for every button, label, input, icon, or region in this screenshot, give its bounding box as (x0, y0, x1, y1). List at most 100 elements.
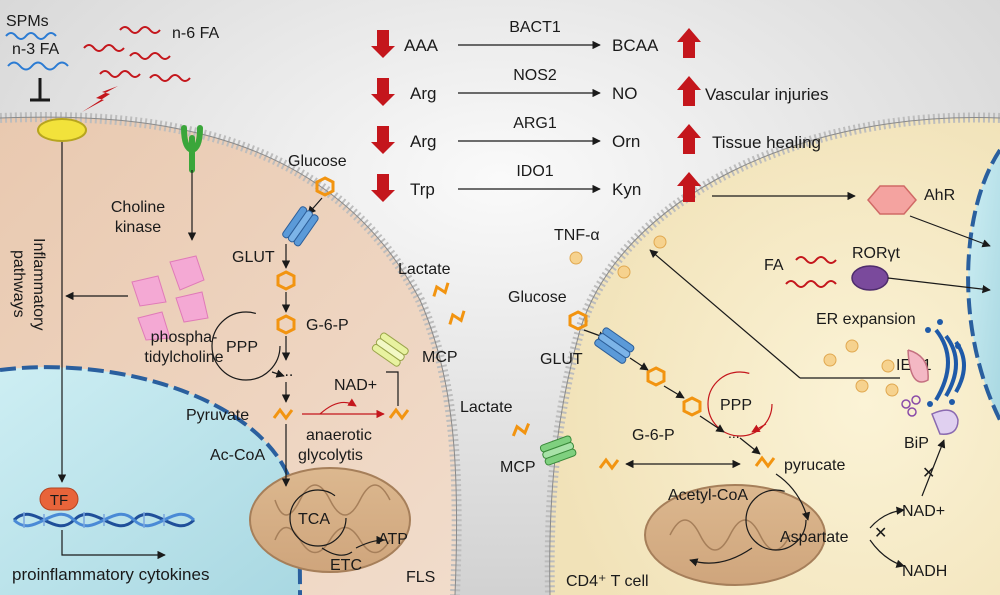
tcell-mcp-transporter-icon (539, 435, 577, 466)
spms-wave-icon (5, 32, 57, 40)
tcell-glut-transporter-icon (594, 327, 635, 364)
fls-mitochondrion (249, 467, 411, 573)
tcell-dots-label: ... (728, 425, 740, 441)
fls-ppp-cycle (211, 311, 281, 381)
fls-pyruvate-icon (272, 407, 294, 421)
tcell-lactate-in-icon (598, 457, 620, 471)
up-arrow-icon (677, 172, 701, 202)
fls-tca-cycle (289, 489, 347, 547)
phosphatidylcholine-label-1: phospha- (151, 329, 218, 346)
reaction-product: Orn (612, 132, 640, 151)
reaction-substrate: Arg (410, 84, 436, 103)
activation-bolt-icon (82, 86, 118, 112)
n3fa-label: n-3 FA (12, 41, 59, 58)
reaction-product: NO (612, 84, 638, 103)
fls-pyruvate-label: Pyruvate (186, 407, 249, 424)
fls-mcp-label: MCP (422, 349, 458, 366)
nad-label: NAD+ (902, 503, 945, 520)
reaction-enzyme: NOS2 (513, 67, 557, 84)
bip-label: BiP (904, 435, 929, 452)
tcell-content: TNF-α Glucose GLUT G-6-P PPP ... pyrucat… (460, 185, 991, 590)
up-arrow-icon (677, 76, 701, 106)
up-arrow-icon (677, 28, 701, 58)
cytokines-label: proinflammatory cytokines (12, 565, 209, 584)
fls-anaerotic-label-1: anaerotic (306, 427, 372, 444)
fls-nucleus (0, 367, 300, 595)
tcell-ppp-label: PPP (720, 397, 752, 414)
fls-glucose-icon (315, 176, 335, 197)
reaction-effect: Vascular injuries (705, 85, 828, 104)
fls-glucose-icon-2 (276, 270, 296, 291)
fls-cell-label: FLS (406, 569, 435, 586)
nadh-label: NADH (902, 563, 947, 580)
tf-label: TF (50, 492, 68, 509)
n3fa-wave-icon (7, 61, 69, 71)
inflammatory-label-1: Inflammatory (30, 238, 47, 330)
reaction-product: Kyn (612, 180, 641, 199)
fls-glut-label: GLUT (232, 249, 275, 266)
tcell-pyrucate-label: pyrucate (784, 457, 845, 474)
tcell-cell-label: CD4⁺ T cell (566, 573, 649, 590)
rorgt-icon (851, 265, 889, 291)
down-arrow-icon (371, 78, 395, 106)
bip-icon (931, 409, 959, 435)
tcell-acetylcoa-label: Acetyl-CoA (668, 487, 748, 504)
tcell-glut-label: GLUT (540, 351, 583, 368)
tcell-glucose-icon (568, 310, 588, 331)
cytokine-dots (569, 235, 899, 397)
inhibition-icon (30, 78, 50, 102)
tcell-tca-cycle (745, 489, 807, 551)
tcell-ppp-cycle (707, 371, 773, 437)
fls-dots-label: ... (280, 363, 293, 380)
tcell-fa-wave-icons (785, 256, 837, 288)
fls-nad-label: NAD+ (334, 377, 377, 394)
fls-ppp-label: PPP (226, 339, 258, 356)
fls-tca-label: TCA (298, 511, 330, 528)
tcell-lactate-label: Lactate (460, 399, 513, 416)
fls-etc-label: ETC (330, 557, 362, 574)
choline-kinase-receptor-icon (181, 125, 203, 173)
fls-atp-label: ATP (378, 531, 408, 548)
down-arrow-icon (371, 174, 395, 202)
reaction-enzyme: ARG1 (513, 115, 557, 132)
fls-mcp-transporter-icon (371, 332, 409, 367)
reaction-substrate: AAA (404, 36, 439, 55)
fls-glut-transporter-icon (282, 206, 319, 247)
fls-lactate-icon (432, 282, 450, 297)
fls-content: Choline kinase phospha- tidylcholine Inf… (10, 125, 466, 586)
up-arrow-icon (677, 124, 701, 154)
n6fa-wave-icons (83, 26, 191, 82)
tcell-g6p-icon (682, 396, 702, 417)
fls-g6p-icon (276, 314, 296, 335)
vesicle-icons (901, 395, 921, 417)
inhibit-mark-icon-2: ✕ (922, 465, 935, 482)
phosphatidylcholine-label-2: tidylcholine (144, 349, 223, 366)
tcell-pyruvate-icon (754, 455, 776, 469)
reaction-effect: Tissue healing (712, 133, 821, 152)
fls-cell (0, 112, 462, 595)
phosphatidylcholine-icons (131, 255, 209, 341)
tnf-label: TNF-α (554, 227, 600, 244)
reaction-substrate: Arg (410, 132, 436, 151)
tcell-mcp-label: MCP (500, 459, 536, 476)
reaction-row-3: Arg ARG1 Orn Tissue healing (371, 115, 821, 154)
tcell-glucose-icon-2 (646, 366, 666, 387)
spms-label: SPMs (6, 13, 49, 30)
tcell-aspartate-label: Aspartate (780, 529, 849, 546)
reactions-panel: AAA BACT1 BCAA Arg NOS2 NO Vascular inju… (371, 19, 856, 202)
reaction-row-4: Trp IDO1 Kyn (371, 163, 856, 202)
reaction-enzyme: BACT1 (509, 19, 561, 36)
tcell-glucose-label: Glucose (508, 289, 567, 306)
choline-kinase-label-1: Choline (111, 199, 165, 216)
fa-label: FA (764, 257, 784, 274)
reaction-enzyme: IDO1 (516, 163, 553, 180)
down-arrow-icon (371, 30, 395, 58)
fls-lactate-icon-2 (388, 407, 410, 421)
dna-icon (12, 512, 196, 528)
n6fa-label: n-6 FA (172, 25, 219, 42)
er-ribosome-dots (925, 319, 961, 407)
fls-anaerotic-label-2: glycolytis (298, 447, 363, 464)
inflammatory-label-2: pathways (10, 250, 27, 318)
